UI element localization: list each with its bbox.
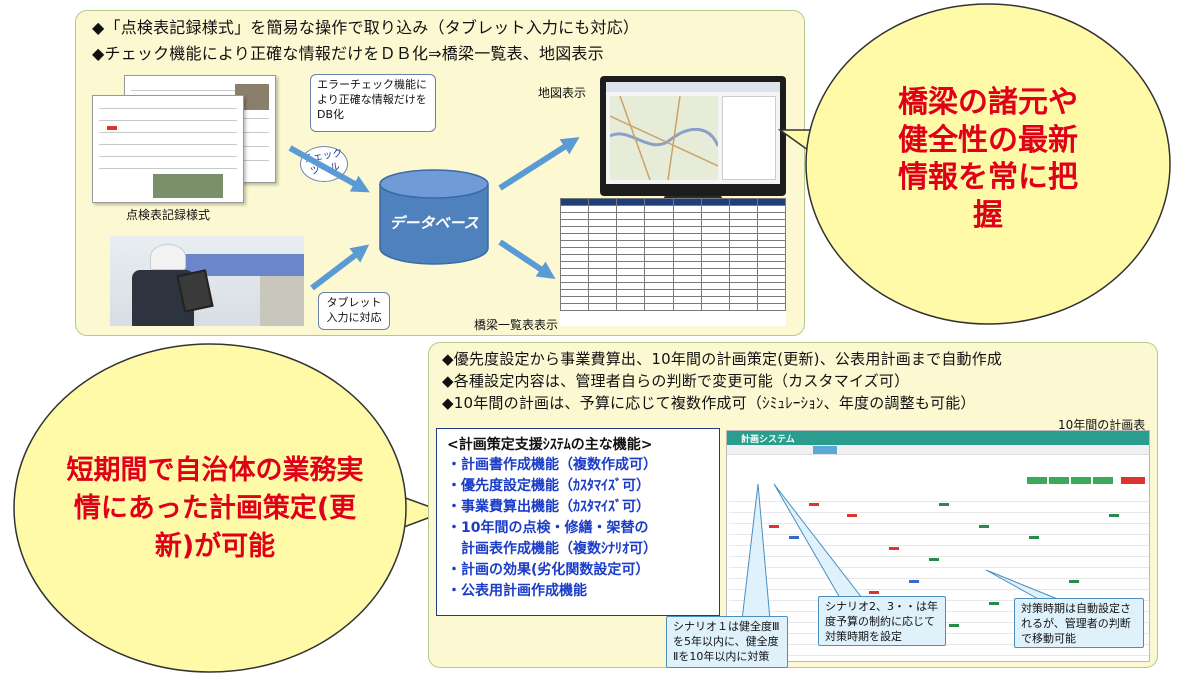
tablet-user-photo (110, 236, 304, 326)
function-item-2: ・優先度設定機能（ｶｽﾀﾏｲｽﾞ可） (447, 478, 650, 494)
app-title: 計画システム (741, 435, 795, 445)
scenario2-callout: シナリオ2、3・・は年度予算の制約に応じて対策時期を設定 (818, 596, 946, 646)
top-bullet-1: ◆「点検表記録様式」を簡易な操作で取り込み（タブレット入力にも対応） (92, 18, 640, 37)
scenario1-callout: シナリオ１は健全度Ⅲを5年以内に、健全度Ⅱを10年以内に対策 (666, 616, 788, 668)
arrow-db-to-map (498, 137, 580, 191)
function-item-4: ・10年間の点検・修繕・架替の (447, 520, 649, 536)
bridge-list-table (560, 198, 786, 326)
function-item-1: ・計画書作成機能（複数作成可） (447, 457, 657, 473)
function-item-7: ・公表用計画作成機能 (447, 583, 587, 599)
plan-table-label: 10年間の計画表 (1058, 418, 1146, 432)
function-item-3: ・事業費算出機能（ｶｽﾀﾏｲｽﾞ可） (447, 499, 650, 515)
tablet-callout: タブレット入力に対応 (318, 292, 390, 330)
right-bubble-text: 橋梁の諸元や健全性の最新情報を常に把握 (898, 85, 1078, 233)
app-header (727, 431, 1149, 445)
bottom-bullet-2: ◆各種設定内容は、管理者自らの判断で変更可能（カスタマイズ可） (442, 372, 910, 390)
left-bubble-shape (13, 343, 447, 673)
bottom-bullet-3: ◆10年間の計画は、予算に応じて複数作成可（ｼﾐｭﾚｰｼｮﾝ、年度の調整も可能） (442, 394, 976, 412)
right-bubble-shape (777, 3, 1171, 325)
error-check-callout: エラーチェック機能により正確な情報だけをDB化 (310, 74, 436, 132)
top-bullet-2: ◆チェック機能により正確な情報だけをＤＢ化⇒橋梁一覧表、地図表示 (92, 44, 604, 63)
arrow-tablet-to-db (310, 244, 370, 291)
function-item-5: 計画表作成機能（複数ｼﾅﾘｵ可） (447, 541, 657, 557)
inspection-form-front (92, 95, 244, 203)
left-bubble-text: 短期間で自治体の業務実情にあった計画策定(更新)が可能 (66, 455, 364, 562)
database-label: データベース (389, 214, 479, 232)
arrow-form-to-db (288, 145, 370, 193)
arrow-db-to-list (498, 239, 556, 279)
map-label: 地図表示 (538, 86, 587, 100)
map-monitor (600, 76, 786, 204)
functions-box: <計画策定支援ｼｽﾃﾑの主な機能> ・計画書作成機能（複数作成可） ・優先度設定… (436, 428, 720, 616)
functions-title: <計画策定支援ｼｽﾃﾑの主な機能> (447, 437, 653, 453)
bottom-bullet-1: ◆優先度設定から事業費算出、10年間の計画策定(更新)、公表用計画まで自動作成 (442, 350, 1003, 368)
timing-callout: 対策時期は自動設定されるが、管理者の判断で移動可能 (1014, 598, 1144, 648)
form-label: 点検表記録様式 (126, 208, 211, 222)
bridge-list-label: 橋梁一覧表表示 (474, 318, 559, 332)
database-icon (379, 169, 489, 265)
function-item-6: ・計画の効果(劣化関数設定可） (447, 562, 650, 578)
